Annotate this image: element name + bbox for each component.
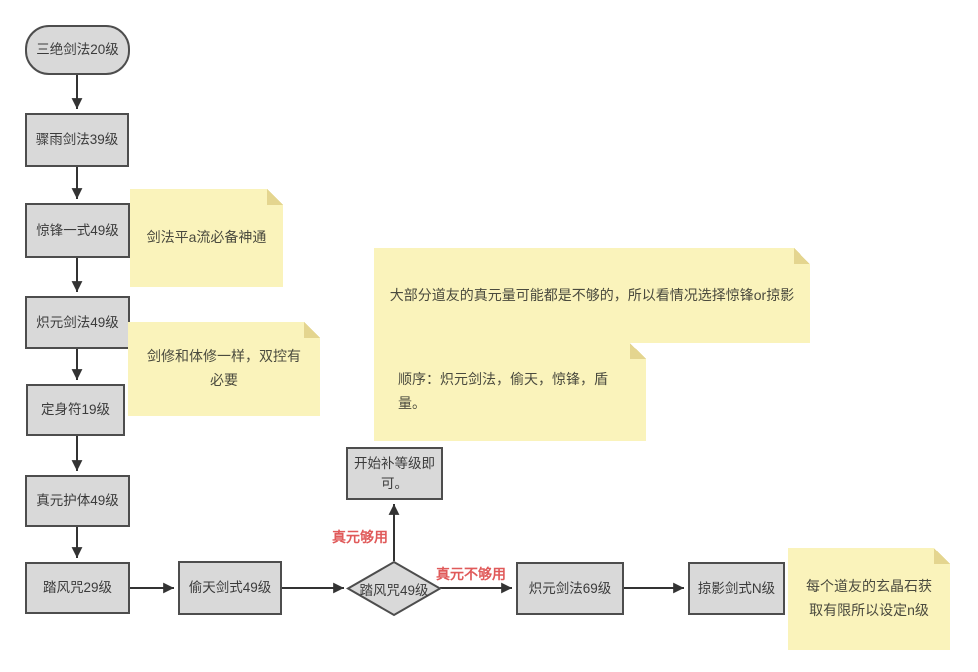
node-zhenyuan-49: 真元护体49级: [25, 475, 130, 527]
node-start-sanjue-20: 三绝剑法20级: [25, 25, 130, 75]
node-zhouyu-39: 骤雨剑法39级: [25, 113, 129, 167]
sticky-note-chiyuan: 剑修和体修一样，双控有必要: [128, 322, 320, 416]
node-chiyuan-69: 炽元剑法69级: [516, 562, 624, 615]
node-chiyuan-49: 炽元剑法49级: [25, 296, 130, 349]
edge-label-not-enough: 真元不够用: [436, 566, 506, 582]
sticky-note-order: 顺序：炽元剑法，偷天，惊锋，盾量。: [374, 343, 646, 441]
node-tafeng-29: 踏风咒29级: [25, 562, 130, 614]
node-buff-levels: 开始补等级即可。: [346, 447, 443, 500]
node-dingshen-19: 定身符19级: [26, 384, 125, 436]
sticky-note-lueying: 每个道友的玄晶石获取有限所以设定n级: [788, 548, 950, 650]
node-toutian-49: 偷天剑式49级: [178, 561, 282, 615]
sticky-note-jingfeng: 剑法平a流必备神通: [130, 189, 283, 287]
sticky-note-zhenyuan-choice: 大部分道友的真元量可能都是不够的，所以看情况选择惊锋or掠影: [374, 248, 810, 343]
node-decision-tafeng-49: 踏风咒49级: [359, 582, 429, 598]
edge-label-enough: 真元够用: [332, 529, 388, 545]
node-jingfeng-49: 惊锋一式49级: [25, 203, 130, 258]
node-lueying-n: 掠影剑式N级: [688, 562, 785, 615]
